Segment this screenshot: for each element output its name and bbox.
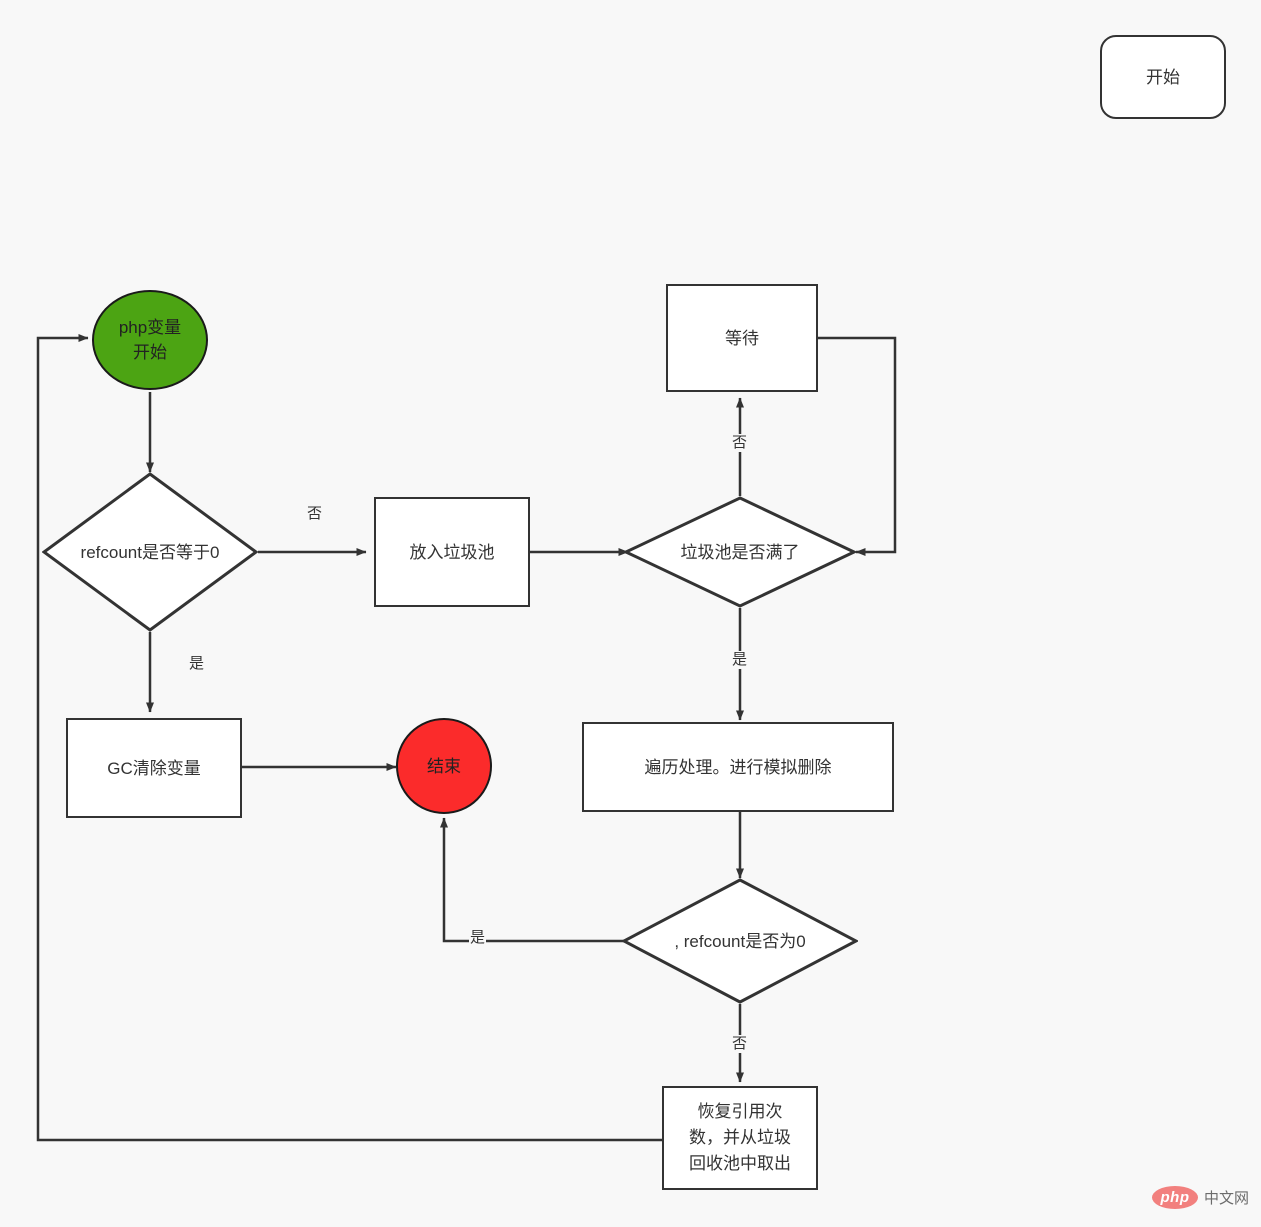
- node-restore-refcount-line1: 恢复引用次: [697, 1102, 783, 1121]
- node-pool-full-decision-label: 垃圾池是否满了: [680, 542, 800, 562]
- node-php-var-start-label: php变量开始: [118, 318, 182, 362]
- node-traverse-simulate-delete[interactable]: 遍历处理。进行模拟删除: [582, 722, 894, 812]
- watermark-label: 中文网: [1204, 1190, 1250, 1207]
- node-start-rounded-label: 开始: [1146, 67, 1180, 87]
- edge-label-poolfull-no: 否: [731, 434, 749, 452]
- node-traverse-simulate-delete-label: 遍历处理。进行模拟删除: [644, 757, 832, 777]
- node-put-into-pool-label: 放入垃圾池: [409, 542, 495, 562]
- diamond-shape: [622, 878, 858, 1004]
- node-php-var-start[interactable]: php变量开始: [92, 290, 208, 390]
- node-gc-clear-var-label: GC清除变量: [107, 758, 201, 778]
- diamond-shape: [624, 496, 856, 608]
- edge-label-refcount-no: 否: [306, 505, 324, 523]
- node-wait[interactable]: 等待: [666, 284, 818, 392]
- node-restore-refcount-line3: 回收池中取出: [689, 1154, 791, 1173]
- node-refcount-is-zero-decision[interactable]: , refcount是否为0: [622, 878, 858, 1004]
- node-wait-label: 等待: [725, 328, 759, 348]
- node-start-rounded[interactable]: 开始: [1100, 35, 1226, 119]
- node-refcount-zero-decision[interactable]: refcount是否等于0: [42, 472, 258, 632]
- edge-label-refcount-yes: 是: [188, 655, 206, 673]
- edge-label-poolfull-yes: 是: [731, 651, 749, 669]
- edge-refcountzero-yes-to-end: [440, 817, 624, 943]
- edge-label-refcountzero-yes: 是: [469, 929, 487, 947]
- node-refcount-zero-decision-label: refcount是否等于0: [80, 542, 220, 562]
- node-restore-refcount-line2: 数，并从垃圾: [689, 1128, 791, 1147]
- node-restore-refcount[interactable]: 恢复引用次 数，并从垃圾 回收池中取出: [662, 1086, 818, 1190]
- node-pool-full-decision[interactable]: 垃圾池是否满了: [624, 496, 856, 608]
- node-end[interactable]: 结束: [396, 718, 492, 814]
- node-put-into-pool[interactable]: 放入垃圾池: [374, 497, 530, 607]
- node-refcount-is-zero-decision-label: , refcount是否为0: [674, 931, 806, 951]
- edge-label-refcountzero-no: 否: [731, 1035, 749, 1053]
- watermark: php 中文网: [1152, 1186, 1249, 1209]
- node-gc-clear-var[interactable]: GC清除变量: [66, 718, 242, 818]
- node-end-label: 结束: [427, 756, 461, 776]
- php-logo-icon: php: [1152, 1186, 1198, 1209]
